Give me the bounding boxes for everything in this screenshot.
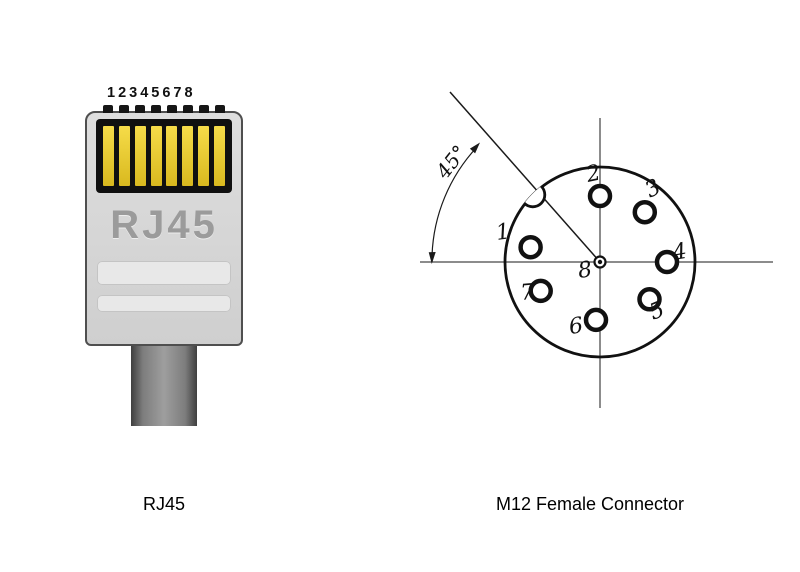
rj45-tooth (215, 105, 225, 113)
pin-hole-4 (654, 249, 680, 275)
rj45-latch-bar (97, 295, 231, 312)
rj45-tooth (199, 105, 209, 113)
pin-label-6: 6 (567, 313, 584, 340)
pin-label-1: 1 (494, 219, 511, 246)
pin-hole-2 (587, 183, 613, 209)
rj45-gold-pin (182, 126, 194, 186)
rj45-figure: 12345678 RJ45 (85, 86, 243, 426)
rj45-tooth (103, 105, 113, 113)
pin-hole-1 (518, 234, 543, 260)
m12-figure: 45° 1 2 3 4 5 6 7 8 (400, 70, 780, 430)
rj45-latch-bar (97, 261, 231, 285)
m12-connector-diagram: 45° 1 2 3 4 5 6 7 8 (420, 91, 773, 408)
rj45-tooth (151, 105, 161, 113)
arc-arrowhead-bottom (428, 252, 436, 264)
m12-caption: M12 Female Connector (495, 494, 685, 514)
rj45-pin-numbers: 12345678 (107, 85, 196, 101)
rj45-caption: RJ45 (142, 494, 186, 514)
pin-hole-6 (583, 307, 609, 333)
rj45-gold-pin (102, 126, 114, 186)
pin-label-4: 4 (670, 239, 689, 266)
pin-label-7: 7 (519, 280, 535, 306)
angle-dimension-arc (431, 146, 478, 257)
pin-label-8: 8 (576, 257, 593, 284)
rj45-gold-pin (134, 126, 146, 186)
rj45-pin-contact-block (96, 119, 232, 193)
keyway-angle-line (449, 91, 601, 263)
rj45-tooth (119, 105, 129, 113)
pin-label-2: 2 (583, 161, 603, 189)
arc-arrowhead-top (469, 142, 480, 154)
pin-label-5: 5 (646, 297, 668, 325)
rj45-gold-pin (198, 126, 210, 186)
rj45-tooth (183, 105, 193, 113)
rj45-connector-body: RJ45 (85, 111, 243, 346)
rj45-embossed-label: RJ45 (110, 203, 218, 247)
rj45-tooth (135, 105, 145, 113)
rj45-pin-teeth-row (85, 105, 243, 113)
rj45-gold-pin (214, 126, 225, 186)
pin-hole-3 (632, 199, 658, 225)
rj45-cable (131, 346, 197, 426)
rj45-gold-pin (150, 126, 162, 186)
pin-8-center-dot (597, 259, 603, 265)
rj45-gold-pin (166, 126, 178, 186)
rj45-tooth (167, 105, 177, 113)
rj45-gold-pin (118, 126, 130, 186)
pin-hole-5 (637, 287, 662, 312)
connector-body-circle (503, 165, 697, 359)
pin-hole-7 (528, 278, 553, 304)
angle-label: 45° (430, 140, 471, 184)
